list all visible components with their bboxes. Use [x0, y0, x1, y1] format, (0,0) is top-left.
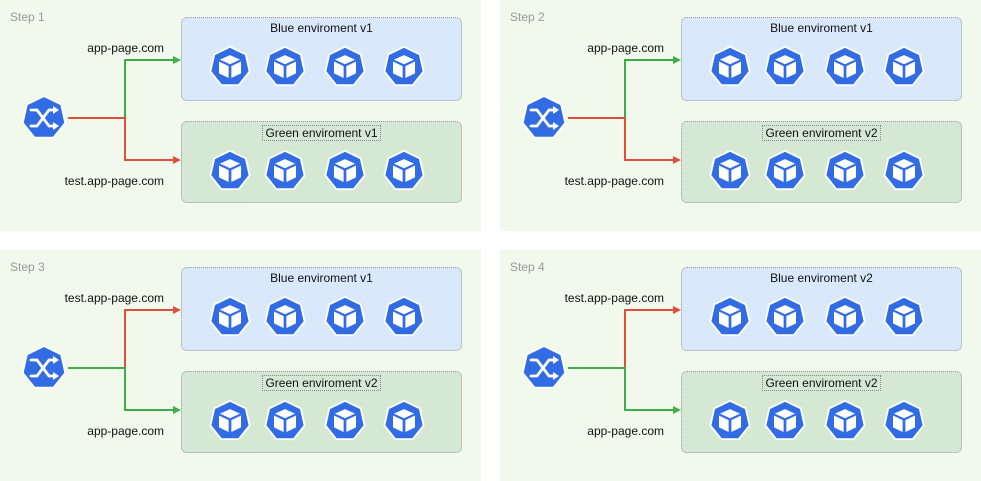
- kubernetes-pod-cube-icon: [823, 295, 867, 339]
- bottom-route-line: [568, 117, 677, 161]
- bottom-route-line: [568, 367, 677, 411]
- bottom-route-arrowhead: [173, 406, 181, 414]
- kubernetes-pod-cube-icon: [763, 295, 807, 339]
- kubernetes-pod-cube-icon: [323, 295, 367, 339]
- step-panel: Step 4 test.app-page.com app-page.com Bl…: [500, 250, 981, 481]
- kubernetes-pod-cube-icon: [708, 45, 752, 89]
- blue-environment: Blue enviroment v1: [181, 267, 462, 351]
- top-route-arrowhead: [173, 306, 181, 314]
- kubernetes-pod-cube-icon: [882, 45, 926, 89]
- kubernetes-pod-cube-icon: [208, 295, 252, 339]
- green-environment: Green enviroment v2: [681, 121, 962, 203]
- green-environment-title: Green enviroment v1: [262, 125, 381, 141]
- blue-environment: Blue enviroment v2: [681, 267, 962, 351]
- kubernetes-pod-cube-icon: [823, 149, 867, 193]
- kubernetes-pod-cube-icon: [382, 399, 426, 443]
- top-url-label: app-page.com: [87, 41, 164, 55]
- green-environment: Green enviroment v2: [681, 371, 962, 453]
- green-environment-title: Green enviroment v2: [262, 375, 381, 391]
- kubernetes-shuffle-router-icon: [520, 94, 568, 142]
- kubernetes-pod-cube-icon: [763, 149, 807, 193]
- routing-wires: [568, 306, 681, 414]
- blue-environment-title: Blue enviroment v2: [770, 271, 873, 285]
- kubernetes-pod-cube-icon: [882, 295, 926, 339]
- green-environment: Green enviroment v2: [181, 371, 462, 453]
- blue-environment-title: Blue enviroment v1: [770, 21, 873, 35]
- routing-wires: [68, 56, 181, 164]
- kubernetes-pod-cube-icon: [763, 45, 807, 89]
- step-label: Step 3: [10, 260, 45, 274]
- kubernetes-pod-cube-icon: [708, 149, 752, 193]
- step-panel: Step 2 app-page.com test.app-page.com Bl…: [500, 0, 981, 231]
- step-label: Step 2: [510, 10, 545, 24]
- kubernetes-pod-cube-icon: [823, 399, 867, 443]
- step-panel: Step 1 app-page.com test.app-page.com Bl…: [0, 0, 481, 231]
- bottom-route-arrowhead: [173, 156, 181, 164]
- top-route-line: [568, 59, 677, 119]
- bottom-url-label: app-page.com: [587, 424, 664, 438]
- routing-wires: [68, 306, 181, 414]
- green-environment-title: Green enviroment v2: [762, 375, 881, 391]
- routing-wires: [568, 56, 681, 164]
- blue-environment-title: Blue enviroment v1: [270, 271, 373, 285]
- top-route-arrowhead: [673, 306, 681, 314]
- top-url-label: test.app-page.com: [564, 291, 664, 305]
- kubernetes-pod-cube-icon: [882, 149, 926, 193]
- step-panel: Step 3 test.app-page.com app-page.com Bl…: [0, 250, 481, 481]
- kubernetes-shuffle-router-icon: [20, 344, 68, 392]
- top-url-label: app-page.com: [587, 41, 664, 55]
- kubernetes-pod-cube-icon: [208, 45, 252, 89]
- bottom-route-arrowhead: [673, 406, 681, 414]
- blue-environment: Blue enviroment v1: [681, 17, 962, 101]
- kubernetes-pod-cube-icon: [763, 399, 807, 443]
- kubernetes-pod-cube-icon: [263, 399, 307, 443]
- kubernetes-pod-cube-icon: [708, 295, 752, 339]
- bottom-route-arrowhead: [673, 156, 681, 164]
- kubernetes-pod-cube-icon: [323, 399, 367, 443]
- kubernetes-shuffle-router-icon: [520, 344, 568, 392]
- kubernetes-pod-cube-icon: [263, 149, 307, 193]
- kubernetes-pod-cube-icon: [882, 399, 926, 443]
- bottom-route-line: [68, 367, 177, 411]
- bottom-url-label: test.app-page.com: [64, 174, 164, 188]
- top-route-arrowhead: [173, 56, 181, 64]
- kubernetes-pod-cube-icon: [382, 45, 426, 89]
- kubernetes-pod-cube-icon: [208, 399, 252, 443]
- top-route-arrowhead: [673, 56, 681, 64]
- step-label: Step 4: [510, 260, 545, 274]
- bottom-url-label: test.app-page.com: [564, 174, 664, 188]
- green-environment-title: Green enviroment v2: [762, 125, 881, 141]
- blue-environment-title: Blue enviroment v1: [270, 21, 373, 35]
- kubernetes-pod-cube-icon: [263, 295, 307, 339]
- green-environment: Green enviroment v1: [181, 121, 462, 203]
- kubernetes-pod-cube-icon: [823, 45, 867, 89]
- kubernetes-pod-cube-icon: [263, 45, 307, 89]
- top-route-line: [68, 309, 177, 369]
- kubernetes-pod-cube-icon: [323, 45, 367, 89]
- kubernetes-pod-cube-icon: [382, 149, 426, 193]
- kubernetes-pod-cube-icon: [208, 149, 252, 193]
- kubernetes-pod-cube-icon: [708, 399, 752, 443]
- blue-environment: Blue enviroment v1: [181, 17, 462, 101]
- top-route-line: [68, 59, 177, 119]
- bottom-url-label: app-page.com: [87, 424, 164, 438]
- top-route-line: [568, 309, 677, 369]
- bottom-route-line: [68, 117, 177, 161]
- top-url-label: test.app-page.com: [64, 291, 164, 305]
- kubernetes-pod-cube-icon: [323, 149, 367, 193]
- kubernetes-shuffle-router-icon: [20, 94, 68, 142]
- step-label: Step 1: [10, 10, 45, 24]
- kubernetes-pod-cube-icon: [382, 295, 426, 339]
